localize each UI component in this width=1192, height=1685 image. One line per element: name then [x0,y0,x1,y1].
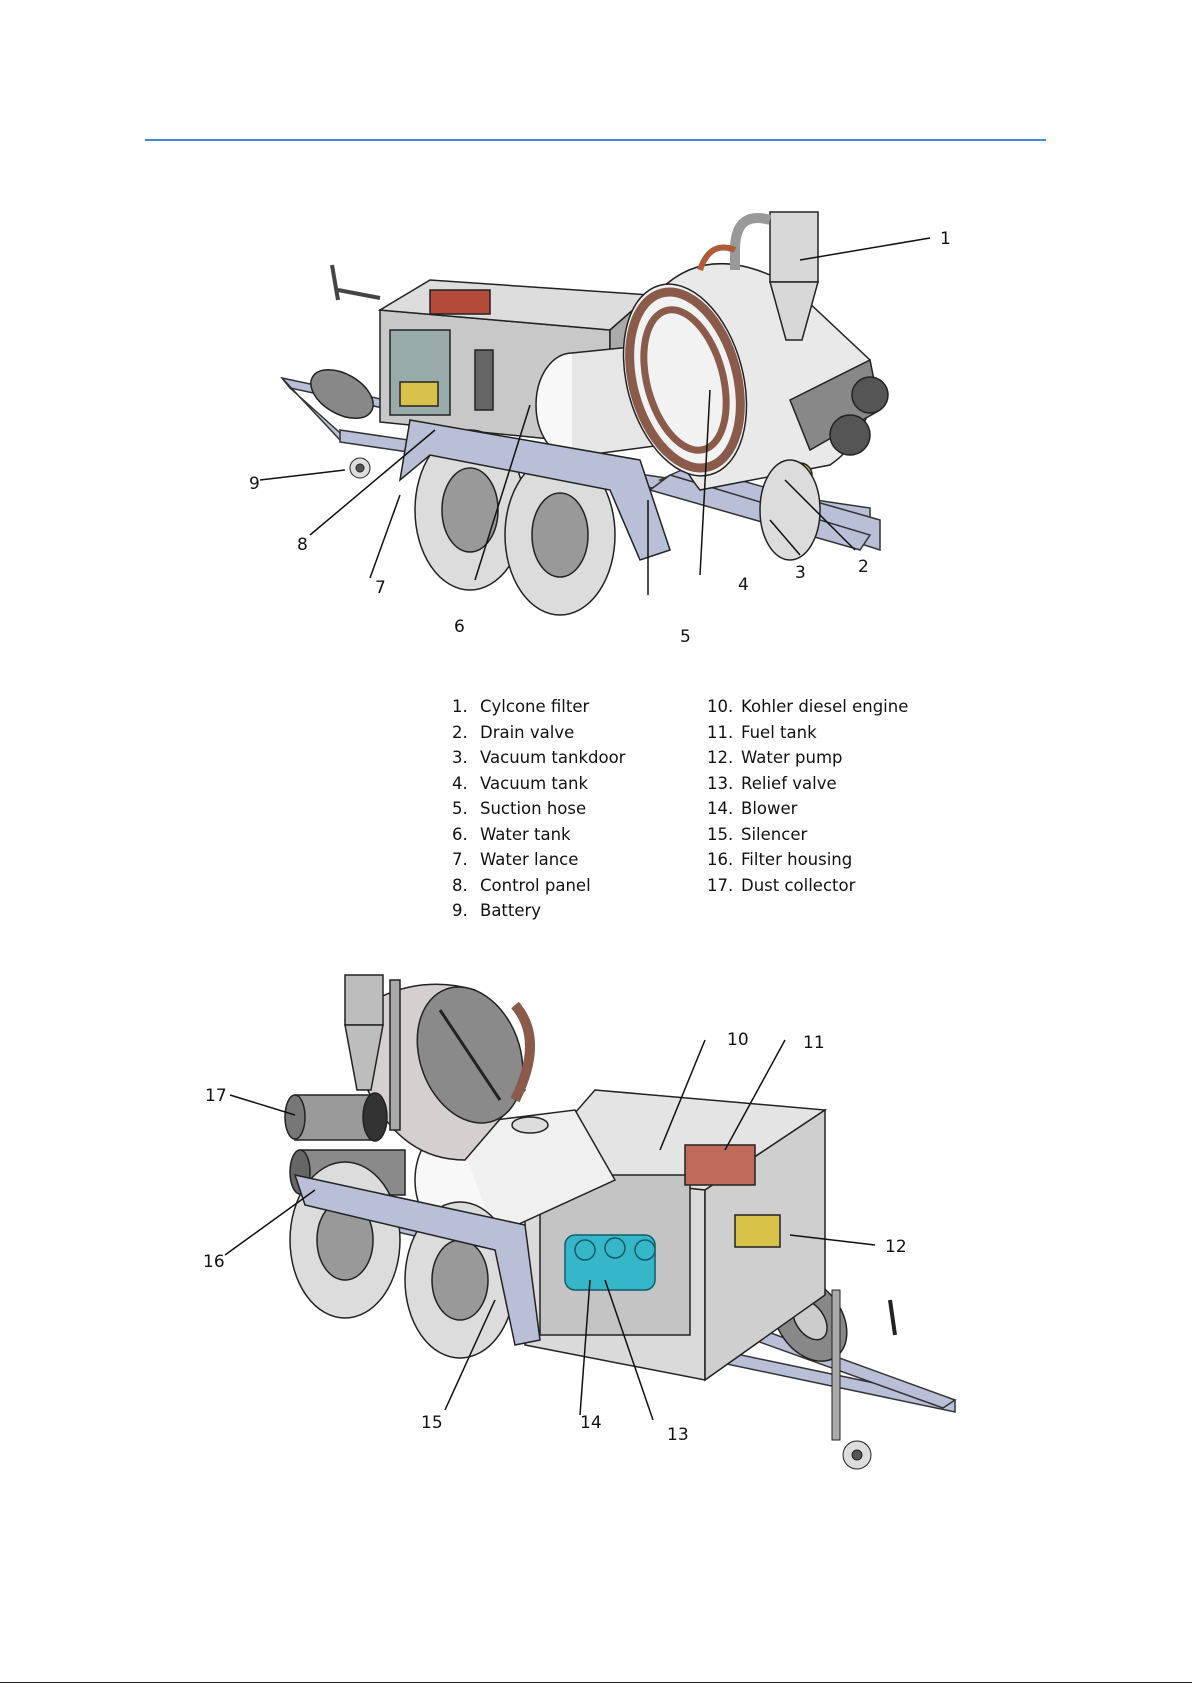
callout-10: 10 [727,1030,749,1050]
callout-5: 5 [680,627,691,647]
crank-handle [332,265,380,300]
callout-7: 7 [375,578,386,598]
callout-14: 14 [580,1413,602,1433]
dust-collector [285,1093,387,1141]
legend-item: 5.Suction hose [452,796,625,822]
legend-item: 13.Relief valve [707,771,908,797]
legend-item: 15.Silencer [707,822,908,848]
legend-item: 6.Water tank [452,822,625,848]
trailer-front-view: 10 11 12 13 14 15 16 17 [195,950,975,1490]
callout-16: 16 [203,1252,225,1272]
spare-wheel [303,360,382,429]
legend-left: 1.Cylcone filter 2.Drain valve 3.Vacuum … [452,694,625,924]
legend-item: 7.Water lance [452,847,625,873]
callout-2: 2 [858,557,869,577]
legend-item: 17.Dust collector [707,873,908,899]
header-rule [145,139,1046,141]
callout-17: 17 [205,1086,227,1106]
legend-item: 9.Battery [452,898,625,924]
legend-right: 10.Kohler diesel engine 11.Fuel tank 12.… [707,694,908,898]
callout-13: 13 [667,1425,689,1445]
footer-rule [0,1682,1192,1683]
callout-9: 9 [249,474,260,494]
callout-3: 3 [795,563,806,583]
legend-item: 3.Vacuum tankdoor [452,745,625,771]
trailer-rear-view: 1 2 3 4 5 6 7 8 9 [230,190,970,660]
legend-item: 1.Cylcone filter [452,694,625,720]
vacuum-tank [604,264,888,490]
legend-item: 10.Kohler diesel engine [707,694,908,720]
jockey-wheel [350,458,370,478]
legend-item: 4.Vacuum tank [452,771,625,797]
legend-item: 11.Fuel tank [707,720,908,746]
legend-item: 8.Control panel [452,873,625,899]
callout-4: 4 [738,575,749,595]
callout-15: 15 [421,1413,443,1433]
legend-item: 14.Blower [707,796,908,822]
callout-1: 1 [940,229,951,249]
legend-item: 12.Water pump [707,745,908,771]
callout-11: 11 [803,1033,825,1053]
blower [565,1235,655,1290]
legend-item: 2.Drain valve [452,720,625,746]
callout-12: 12 [885,1237,907,1257]
callout-8: 8 [297,535,308,555]
callout-6: 6 [454,617,465,637]
legend-item: 16.Filter housing [707,847,908,873]
